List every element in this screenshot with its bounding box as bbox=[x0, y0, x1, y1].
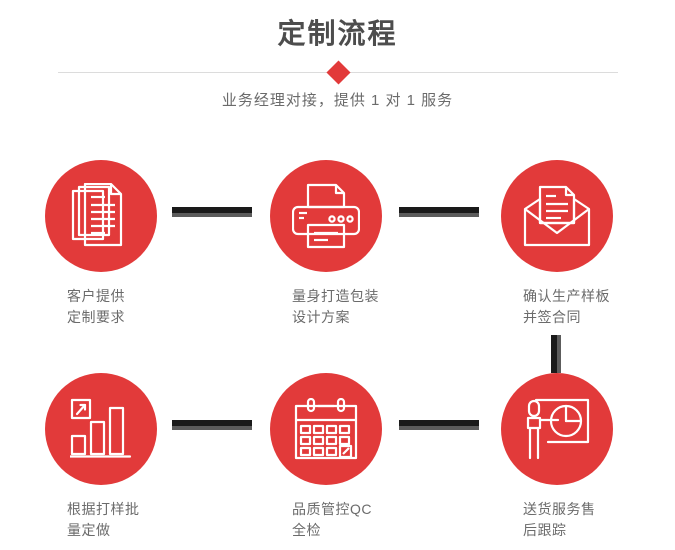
bar-chart-growth-icon bbox=[70, 398, 132, 458]
connector-band-dark bbox=[551, 335, 557, 373]
header-divider bbox=[58, 60, 618, 85]
process-step-6[interactable]: 送货服务售 后跟踪 bbox=[501, 373, 675, 541]
envelope-letter-icon bbox=[523, 185, 591, 247]
process-step-5[interactable]: 品质管控QC 全检 bbox=[270, 373, 460, 541]
connector-horizontal-1 bbox=[172, 207, 252, 217]
connector-band-gray bbox=[399, 213, 479, 217]
process-step-4[interactable]: 根据打样批 量定做 bbox=[45, 373, 235, 541]
connector-band-dark bbox=[172, 420, 252, 426]
documents-stack-icon bbox=[71, 183, 123, 247]
connector-band-dark bbox=[172, 207, 252, 213]
step-3-label: 确认生产样板 并签合同 bbox=[523, 288, 610, 325]
page-title: 定制流程 bbox=[277, 18, 398, 49]
page-header: 定制流程 业务经理对接，提供 1 对 1 服务 bbox=[0, 0, 675, 130]
presenter-pie-chart-icon bbox=[526, 398, 590, 460]
step-1-label: 客户提供 定制要求 bbox=[67, 288, 125, 325]
step-5-circle bbox=[270, 373, 382, 485]
process-step-1[interactable]: 客户提供 定制要求 bbox=[45, 160, 235, 328]
step-2-circle bbox=[270, 160, 382, 272]
process-step-2[interactable]: 量身打造包装 设计方案 bbox=[270, 160, 460, 328]
connector-horizontal-3 bbox=[172, 420, 252, 430]
connector-horizontal-2 bbox=[399, 207, 479, 217]
connector-band-gray bbox=[399, 426, 479, 430]
step-4-label: 根据打样批 量定做 bbox=[67, 501, 140, 538]
connector-band-gray bbox=[557, 335, 561, 373]
connector-band-gray bbox=[172, 426, 252, 430]
page-subtitle: 业务经理对接，提供 1 对 1 服务 bbox=[221, 92, 454, 109]
step-1-circle bbox=[45, 160, 157, 272]
step-2-label: 量身打造包装 设计方案 bbox=[292, 288, 379, 325]
process-step-3[interactable]: 确认生产样板 并签合同 bbox=[501, 160, 675, 328]
step-3-circle bbox=[501, 160, 613, 272]
calendar-check-icon bbox=[294, 398, 358, 460]
connector-band-dark bbox=[399, 207, 479, 213]
connector-band-dark bbox=[399, 420, 479, 426]
step-6-label: 送货服务售 后跟踪 bbox=[523, 501, 596, 538]
step-4-circle bbox=[45, 373, 157, 485]
printer-icon bbox=[292, 183, 360, 249]
connector-vertical-1 bbox=[551, 335, 561, 373]
step-5-label: 品质管控QC 全检 bbox=[292, 501, 372, 538]
connector-horizontal-4 bbox=[399, 420, 479, 430]
step-6-circle bbox=[501, 373, 613, 485]
connector-band-gray bbox=[172, 213, 252, 217]
